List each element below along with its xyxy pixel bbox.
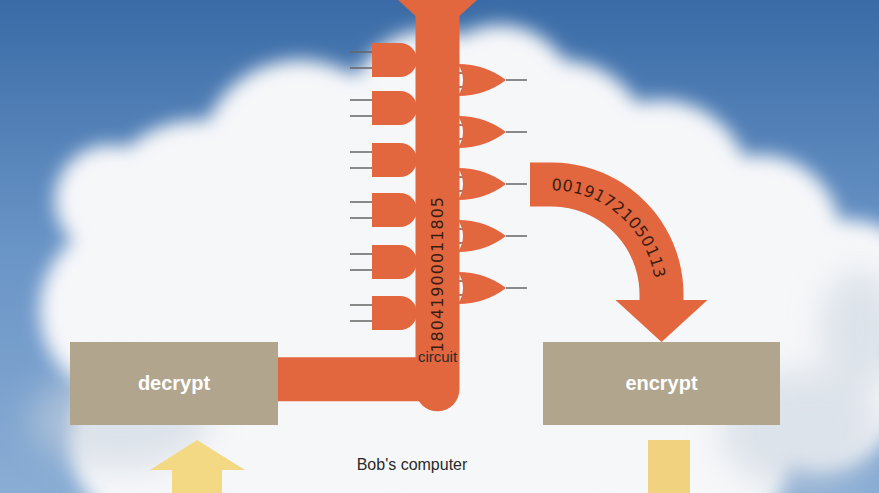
edge-label: 18041900011805 [428,196,447,353]
input-arrow [150,440,245,493]
edge-label: 00191721050113 [551,175,669,280]
output-strip [648,440,690,493]
flow-arrow: 00191721050113 [530,175,708,342]
edge-label: 00191721050113 [551,175,669,280]
process-box: decrypt [70,342,278,425]
node-text: decrypt [138,372,210,395]
arrow-shaft [278,0,438,389]
node-text: circuit [418,348,457,366]
arrowhead [392,0,484,36]
process-box: encrypt [543,342,780,425]
flow-arrow: 18041900011805 [278,0,484,389]
caption-label: Bob's computer [357,456,468,474]
edge-label: 18041900011805 [428,196,447,353]
and-gates [372,43,417,330]
circuit-block: circuit [345,36,530,366]
node-text: encrypt [625,372,697,395]
or-gates [458,64,506,304]
arrowhead [616,300,708,342]
